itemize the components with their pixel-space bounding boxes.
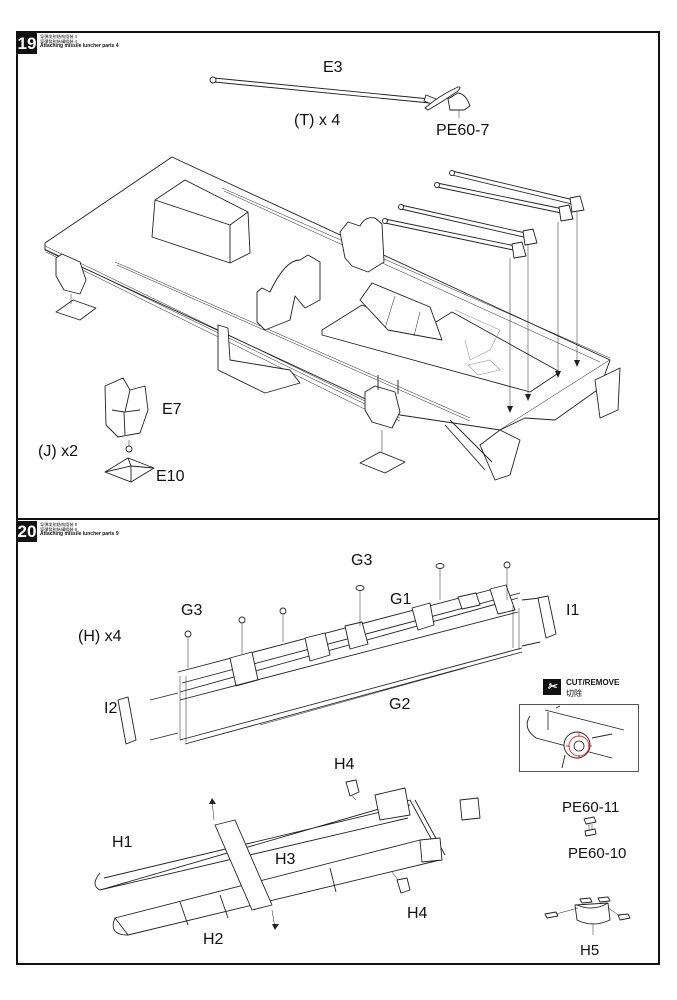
step-20-heading-zh-simplified: 导弹发射结构组装 9 bbox=[40, 522, 77, 527]
callout-h5: H5 bbox=[580, 942, 600, 959]
h5-drawing bbox=[544, 896, 631, 935]
missile-h-drawing bbox=[94, 779, 481, 936]
callout-e10: E10 bbox=[156, 468, 185, 485]
quantity-j: (J) x2 bbox=[38, 443, 78, 460]
tube-g1-g2-drawing bbox=[117, 561, 557, 745]
callout-h4-bottom: H4 bbox=[407, 905, 428, 922]
pedestal-e7-e10-drawing bbox=[104, 377, 155, 483]
callout-h4-top: H4 bbox=[334, 756, 355, 773]
rod-e3-drawing bbox=[209, 76, 471, 118]
callout-pe60-11: PE60-11 bbox=[562, 799, 620, 816]
cut-remove-notice: CUT/REMOVE 切除 bbox=[566, 677, 619, 699]
instruction-page-frame bbox=[16, 31, 660, 965]
step-19-heading: 导弹发射结构组装 4 導彈發射結構組裝 4 Attaching missile … bbox=[40, 34, 119, 50]
step-19-number: 19 bbox=[17, 33, 37, 54]
callout-h1: H1 bbox=[112, 834, 133, 851]
quantity-t: (T) x 4 bbox=[294, 112, 341, 129]
step-19-heading-en: Attaching missile luncher parts 4 bbox=[40, 43, 119, 50]
callout-e3: E3 bbox=[323, 59, 343, 76]
callout-i2: I2 bbox=[104, 700, 118, 717]
cut-remove-label-zh: 切除 bbox=[566, 689, 582, 698]
step-20-number: 20 bbox=[17, 521, 37, 542]
step-20-heading-zh-traditional: 導彈發射結構組裝 9 bbox=[40, 527, 77, 533]
step-19-heading-zh-traditional: 導彈發射結構組裝 4 bbox=[40, 39, 77, 45]
cut-remove-label-en: CUT/REMOVE bbox=[566, 678, 620, 687]
launcher-deck-drawing bbox=[44, 156, 621, 481]
cutter-knife-icon: ✂ bbox=[543, 679, 561, 695]
callout-pe60-10: PE60-10 bbox=[568, 845, 627, 862]
quantity-h: (H) x4 bbox=[78, 628, 122, 645]
cut-detail-inset bbox=[519, 704, 639, 772]
callout-g2: G2 bbox=[389, 696, 411, 713]
callout-h3: H3 bbox=[275, 851, 296, 868]
step-20-heading: 导弹发射结构组装 9 導彈發射結構組裝 9 Attaching missile … bbox=[40, 522, 119, 538]
callout-g1: G1 bbox=[390, 591, 412, 608]
step-19-heading-zh-simplified: 导弹发射结构组装 4 bbox=[40, 34, 77, 39]
callout-e7: E7 bbox=[162, 401, 182, 418]
callout-pe60-7: PE60-7 bbox=[436, 122, 490, 139]
callout-g3-right: G3 bbox=[351, 552, 373, 569]
callout-g3-left: G3 bbox=[181, 602, 203, 619]
step-20-heading-en: Attaching missile luncher parts 9 bbox=[40, 531, 119, 538]
pe60-10-11-drawing bbox=[583, 816, 597, 837]
step-divider bbox=[16, 518, 658, 520]
callout-i1: I1 bbox=[566, 602, 580, 619]
callout-h2: H2 bbox=[203, 931, 224, 948]
